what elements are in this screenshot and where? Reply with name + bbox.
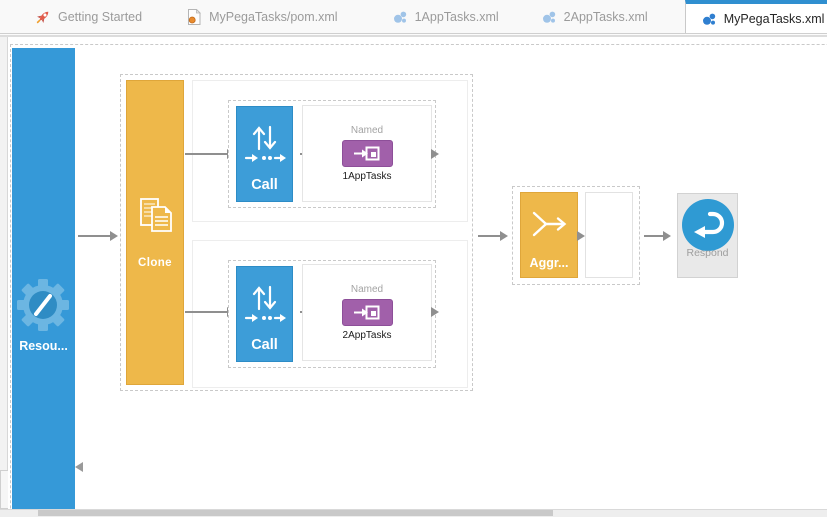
flow-arrow (478, 231, 508, 241)
flow-arrow (185, 307, 235, 317)
reference-type-label: Named (350, 125, 384, 136)
tab-1apptasks-xml[interactable]: 1AppTasks.xml (377, 0, 514, 33)
tab-label: 1AppTasks.xml (414, 9, 499, 24)
merge-arrows-icon (527, 205, 571, 245)
horizontal-scrollbar-thumb[interactable] (38, 510, 553, 516)
source-label: Resou... (19, 339, 68, 353)
editor-tab-bar: Getting Started MyPegaTasks/pom.xml (0, 0, 827, 33)
tab-label: MyPegaTasks.xml (723, 11, 825, 26)
tabbar-divider-shadow (0, 35, 827, 37)
tab-2apptasks-xml[interactable]: 2AppTasks.xml (526, 0, 663, 33)
rocket-icon (35, 9, 51, 25)
flow-node-call-2[interactable]: Call (236, 266, 293, 362)
flow-node-respond[interactable]: Respond (677, 193, 738, 278)
flow-node-aggregator[interactable]: Aggr... (520, 192, 578, 278)
branch-2-processor-box: Named 2AppTasks (302, 264, 432, 361)
response-return-arrowhead (75, 462, 83, 472)
reference-type-label: Named (350, 284, 384, 295)
mule-flow-file-icon (541, 9, 557, 25)
tab-label: 2AppTasks.xml (563, 9, 648, 24)
flow-node-reference-1[interactable] (341, 140, 393, 167)
aggregator-label: Aggr... (529, 256, 569, 270)
call-label: Call (251, 337, 278, 353)
tab-mypegatasks-xml-active[interactable]: MyPegaTasks.xml (684, 0, 827, 33)
return-arrow-icon (682, 199, 734, 251)
branch-exit-arrowhead (431, 307, 439, 317)
flow-arrow (185, 149, 235, 159)
flow-node-resource-source[interactable]: Resou... (12, 48, 75, 509)
flow-arrow (78, 231, 118, 241)
flow-node-reference-2[interactable] (341, 299, 393, 326)
flow-reference-icon (352, 304, 382, 321)
reference-name: 2AppTasks (342, 330, 392, 341)
tab-getting-started[interactable]: Getting Started (20, 0, 157, 33)
tabbar-divider (0, 33, 827, 34)
exchange-arrows-icon (243, 277, 287, 327)
respond-label: Respond (686, 247, 729, 259)
call-label: Call (251, 177, 278, 193)
mule-flow-file-icon (392, 9, 408, 25)
tab-label: MyPegaTasks/pom.xml (209, 9, 338, 24)
maven-file-icon (186, 8, 202, 25)
flow-node-call-1[interactable]: Call (236, 106, 293, 202)
collapsed-palette-strip[interactable] (0, 37, 8, 509)
flow-reference-icon (352, 145, 382, 162)
reference-name: 1AppTasks (342, 171, 392, 182)
exchange-arrows-icon (243, 117, 287, 167)
branch-1-processor-box: Named 1AppTasks (302, 105, 432, 202)
flow-arrow (644, 231, 671, 241)
clone-label: Clone (138, 257, 172, 269)
gear-slash-icon (15, 277, 71, 333)
branch-exit-arrowhead (431, 149, 439, 159)
aggregator-empty-slot (585, 192, 633, 278)
flow-scope-boundary (10, 44, 827, 517)
copy-pages-icon (133, 196, 179, 238)
flow-node-clone[interactable]: Clone (126, 80, 184, 385)
aggregator-exit-arrowhead (577, 231, 585, 241)
tab-pom-xml[interactable]: MyPegaTasks/pom.xml (171, 0, 353, 33)
tab-label: Getting Started (58, 9, 143, 24)
mule-flow-file-icon (701, 11, 717, 27)
